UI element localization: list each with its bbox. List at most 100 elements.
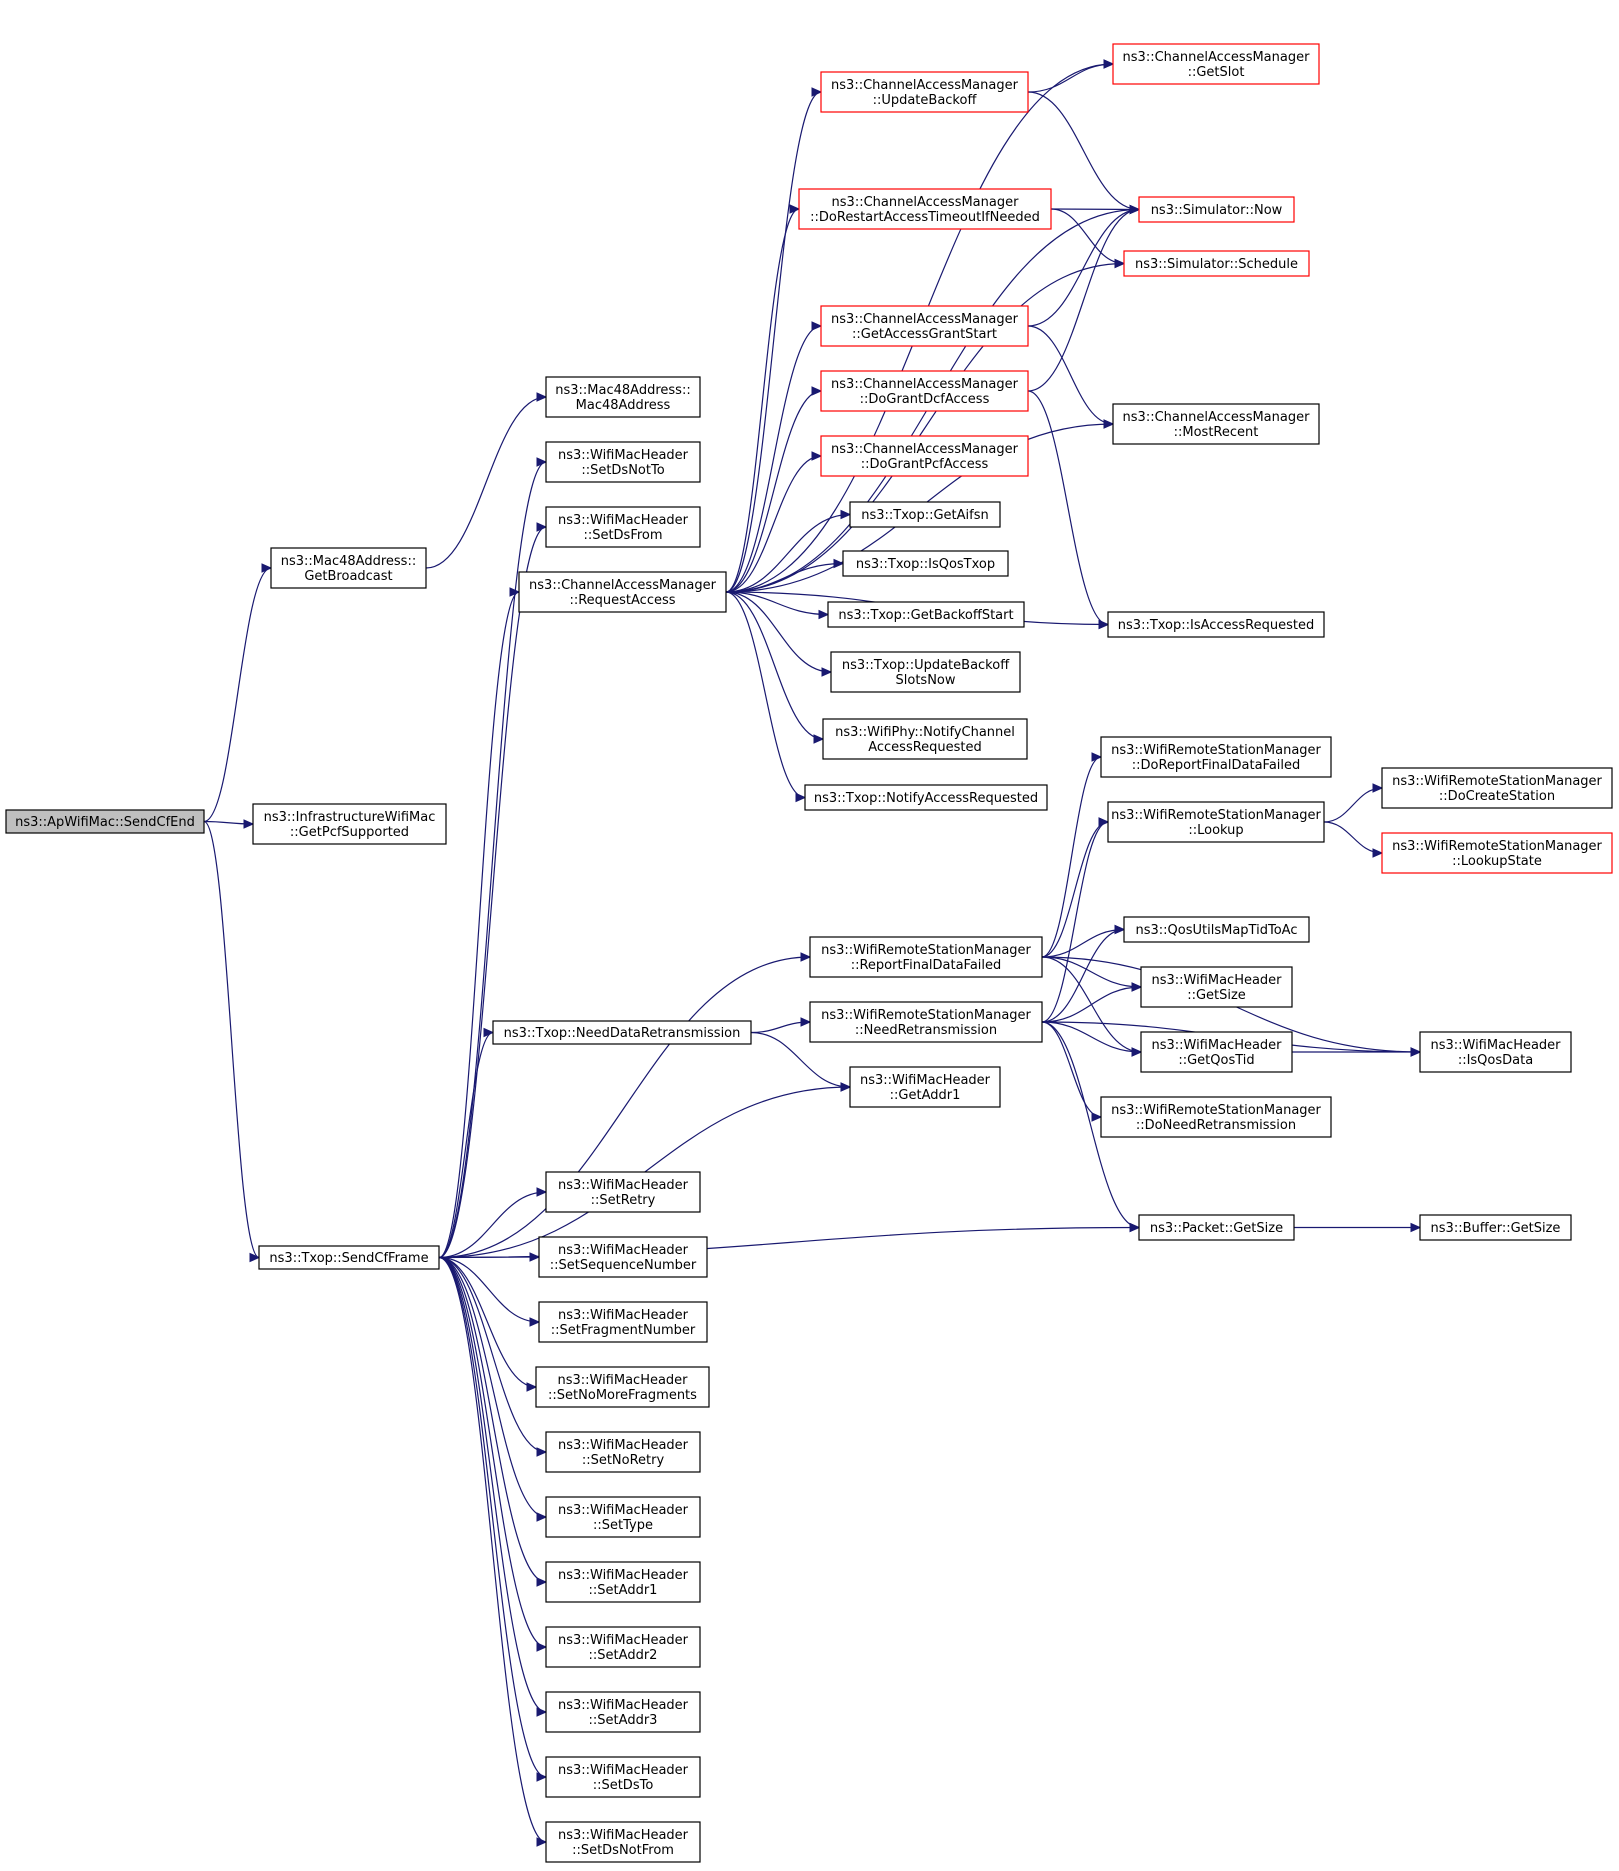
node-label-line: ns3::WifiMacHeader (558, 1568, 689, 1583)
node-label-line: ns3::WifiRemoteStationManager (1392, 774, 1602, 789)
node-label-line: ns3::WifiMacHeader (558, 1438, 689, 1453)
node-label-line: ::RequestAccess (569, 593, 675, 608)
node-simsched[interactable]: ns3::Simulator::Schedule (1123, 250, 1310, 277)
node-doneedretrans[interactable]: ns3::WifiRemoteStationManager::DoNeedRet… (1100, 1096, 1332, 1138)
node-label-line: ns3::Txop::GetBackoffStart (838, 608, 1013, 623)
node-box (1138, 196, 1295, 223)
node-notifychan[interactable]: ns3::WifiPhy::NotifyChannelAccessRequest… (822, 718, 1028, 760)
node-notifyaccreq[interactable]: ns3::Txop::NotifyAccessRequested (804, 784, 1048, 811)
node-setaddr1[interactable]: ns3::WifiMacHeader::SetAddr1 (545, 1561, 701, 1603)
node-label-line: ns3::WifiMacHeader (558, 1503, 689, 1518)
edge-mac_bcast-to-mac48 (425, 392, 548, 569)
node-box (545, 441, 701, 483)
node-hdrgetsize[interactable]: ns3::WifiMacHeader::GetSize (1140, 966, 1293, 1008)
node-setnomore[interactable]: ns3::WifiMacHeader::SetNoMoreFragments (535, 1366, 710, 1408)
node-lookup[interactable]: ns3::WifiRemoteStationManager::Lookup (1107, 801, 1325, 843)
edge-sendcf-to-reqacc (438, 587, 521, 1259)
edge-lookup-to-docreate (1323, 783, 1384, 823)
node-getslot[interactable]: ns3::ChannelAccessManager::GetSlot (1112, 43, 1320, 85)
node-updbackoff[interactable]: ns3::ChannelAccessManager::UpdateBackoff (820, 71, 1029, 113)
node-label-line: ns3::Txop::IsAccessRequested (1118, 618, 1314, 633)
node-getaifsn[interactable]: ns3::Txop::GetAifsn (849, 501, 1001, 528)
node-mac_bcast[interactable]: ns3::Mac48Address::GetBroadcast (270, 547, 427, 589)
node-box (849, 1066, 1001, 1108)
node-box (1100, 736, 1332, 778)
node-label-line: ns3::Packet::GetSize (1150, 1221, 1283, 1236)
edge-dograntdcf-to-simnow (1027, 204, 1141, 392)
node-needdata[interactable]: ns3::Txop::NeedDataRetransmission (492, 1020, 752, 1045)
node-docreate[interactable]: ns3::WifiRemoteStationManager::DoCreateS… (1381, 767, 1613, 809)
node-setaddr3[interactable]: ns3::WifiMacHeader::SetAddr3 (545, 1691, 701, 1733)
node-mostrecent[interactable]: ns3::ChannelAccessManager::MostRecent (1112, 403, 1320, 445)
node-label-line: ns3::WifiMacHeader (558, 513, 689, 528)
node-label-line: ns3::ChannelAccessManager (1123, 50, 1311, 65)
node-box (827, 601, 1025, 628)
node-label-line: ns3::Buffer::GetSize (1431, 1221, 1561, 1236)
node-mac48[interactable]: ns3::Mac48Address::Mac48Address (545, 376, 701, 418)
node-label-line: ns3::QosUtilsMapTidToAc (1136, 923, 1298, 938)
node-getqostid[interactable]: ns3::WifiMacHeader::GetQosTid (1140, 1031, 1293, 1073)
node-setretry[interactable]: ns3::WifiMacHeader::SetRetry (545, 1171, 701, 1213)
node-setdsnotto[interactable]: ns3::WifiMacHeader::SetDsNotTo (545, 441, 701, 483)
node-label-line: ns3::ChannelAccessManager (831, 78, 1019, 93)
node-getbackoffstart[interactable]: ns3::Txop::GetBackoffStart (827, 601, 1025, 628)
node-sendcf[interactable]: ns3::Txop::SendCfFrame (258, 1245, 440, 1270)
node-lookupstate[interactable]: ns3::WifiRemoteStationManager::LookupSta… (1381, 832, 1613, 874)
node-reqacc[interactable]: ns3::ChannelAccessManager::RequestAccess (518, 571, 727, 613)
node-label-line: SlotsNow (896, 673, 956, 688)
node-infra_pcf[interactable]: ns3::InfrastructureWifiMac::GetPcfSuppor… (252, 803, 447, 845)
node-box (545, 1691, 701, 1733)
node-qosmap[interactable]: ns3::QosUtilsMapTidToAc (1123, 916, 1310, 943)
node-dorestart[interactable]: ns3::ChannelAccessManager::DoRestartAcce… (798, 188, 1052, 230)
node-reportfinal[interactable]: ns3::WifiRemoteStationManager::ReportFin… (809, 936, 1043, 978)
node-root[interactable]: ns3::ApWifiMac::SendCfEnd (5, 809, 205, 834)
node-setaddr2[interactable]: ns3::WifiMacHeader::SetAddr2 (545, 1626, 701, 1668)
node-label-line: ns3::ChannelAccessManager (831, 312, 1019, 327)
node-box (842, 550, 1009, 577)
node-isqosdata[interactable]: ns3::WifiMacHeader::IsQosData (1419, 1031, 1572, 1073)
node-dograntpcf[interactable]: ns3::ChannelAccessManager::DoGrantPcfAcc… (820, 435, 1029, 477)
node-box (1140, 966, 1293, 1008)
node-box (492, 1020, 752, 1045)
node-label-line: ns3::Txop::NotifyAccessRequested (814, 791, 1038, 806)
node-box (545, 1626, 701, 1668)
node-setfrag[interactable]: ns3::WifiMacHeader::SetFragmentNumber (538, 1301, 708, 1343)
node-bufgetsize[interactable]: ns3::Buffer::GetSize (1419, 1214, 1572, 1241)
node-label-line: ::DoNeedRetransmission (1136, 1118, 1296, 1133)
node-box (1123, 250, 1310, 277)
node-dograntdcf[interactable]: ns3::ChannelAccessManager::DoGrantDcfAcc… (820, 370, 1029, 412)
edge-lookup-to-lookupstate (1323, 821, 1384, 858)
node-setseq[interactable]: ns3::WifiMacHeader::SetSequenceNumber (538, 1236, 708, 1278)
node-label-line: AccessRequested (868, 740, 982, 755)
edge-needretrans-to-qosmap (1041, 924, 1126, 1023)
edge-needdata-to-getaddr1 (750, 1031, 852, 1092)
node-setdsto[interactable]: ns3::WifiMacHeader::SetDsTo (545, 1756, 701, 1798)
node-isqostxop[interactable]: ns3::Txop::IsQosTxop (842, 550, 1009, 577)
node-label-line: ns3::WifiMacHeader (557, 1373, 688, 1388)
node-getaddr1[interactable]: ns3::WifiMacHeader::GetAddr1 (849, 1066, 1001, 1108)
node-pktgetsize[interactable]: ns3::Packet::GetSize (1138, 1214, 1295, 1241)
node-needretrans[interactable]: ns3::WifiRemoteStationManager::NeedRetra… (809, 1001, 1043, 1043)
node-label-line: ns3::Txop::SendCfFrame (269, 1251, 428, 1266)
node-getaccgrant[interactable]: ns3::ChannelAccessManager::GetAccessGran… (820, 305, 1029, 347)
node-label-line: ns3::ChannelAccessManager (831, 442, 1019, 457)
edge-sendcf-to-setdsnotto (438, 457, 548, 1259)
node-setnoretry[interactable]: ns3::WifiMacHeader::SetNoRetry (545, 1431, 701, 1473)
edge-sendcf-to-reportfinal (438, 952, 812, 1259)
node-isaccreq[interactable]: ns3::Txop::IsAccessRequested (1107, 611, 1325, 638)
edge-sendcf-to-setfrag (438, 1256, 541, 1327)
node-doreport[interactable]: ns3::WifiRemoteStationManager::DoReportF… (1100, 736, 1332, 778)
node-settype[interactable]: ns3::WifiMacHeader::SetType (545, 1496, 701, 1538)
node-label-line: ::SetAddr2 (589, 1648, 658, 1663)
node-box (1107, 801, 1325, 843)
node-setdsfrom[interactable]: ns3::WifiMacHeader::SetDsFrom (545, 506, 701, 548)
edge-getqostid-to-isqosdata (1292, 1047, 1422, 1057)
node-simnow[interactable]: ns3::Simulator::Now (1138, 196, 1295, 223)
node-label-line: ::DoGrantPcfAccess (861, 457, 989, 472)
node-setdsnotfrom[interactable]: ns3::WifiMacHeader::SetDsNotFrom (545, 1821, 701, 1863)
node-label-line: ns3::WifiRemoteStationManager (1111, 743, 1321, 758)
node-label-line: ::GetAccessGrantStart (852, 327, 997, 342)
edge-needretrans-to-doneedretrans (1041, 1021, 1103, 1122)
